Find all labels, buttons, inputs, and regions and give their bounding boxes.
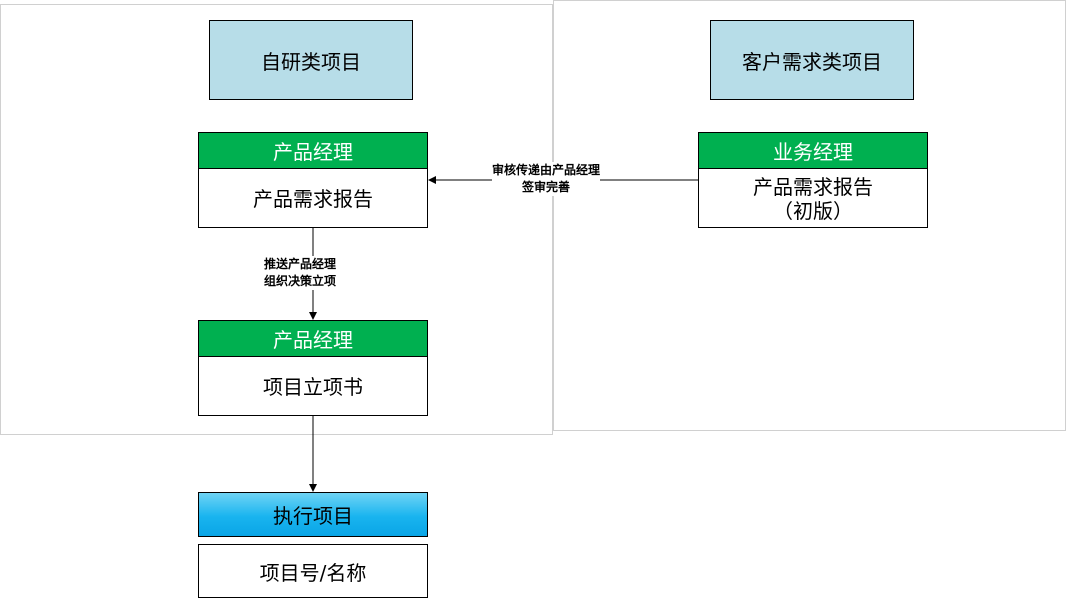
- business-manager-header: 业务经理: [699, 133, 927, 169]
- product-requirement-label: 产品需求报告: [253, 186, 373, 211]
- product-manager-header: 产品经理: [199, 133, 427, 169]
- push-label-line1: 推送产品经理: [264, 257, 337, 271]
- execute-project-box: 执行项目: [198, 492, 428, 537]
- transfer-edge-label: 审核传递由产品经理 签审完善: [492, 162, 601, 196]
- product-manager-header-2: 产品经理: [199, 321, 427, 357]
- initial-requirement-card: 业务经理 产品需求报告 （初版）: [698, 132, 928, 228]
- push-label-line2: 组织决策立项: [264, 274, 337, 288]
- product-requirement-card: 产品经理 产品需求报告: [198, 132, 428, 228]
- initial-requirement-report: 产品需求报告 （初版）: [699, 169, 927, 228]
- transfer-label-line2: 签审完善: [522, 180, 571, 194]
- push-edge-label: 推送产品经理 组织决策立项: [264, 256, 337, 290]
- product-requirement-report: 产品需求报告: [199, 169, 427, 228]
- project-initiation-card: 产品经理 项目立项书: [198, 320, 428, 416]
- transfer-label-line1: 审核传递由产品经理: [492, 163, 601, 177]
- initial-requirement-line1: 产品需求报告: [753, 174, 873, 199]
- project-initiation-label: 项目立项书: [263, 374, 363, 399]
- project-number-name-box: 项目号/名称: [198, 544, 428, 598]
- customer-demand-category: 客户需求类项目: [710, 20, 914, 100]
- initial-requirement-line2: （初版）: [773, 198, 853, 223]
- project-initiation-document: 项目立项书: [199, 357, 427, 416]
- self-research-category: 自研类项目: [209, 20, 413, 100]
